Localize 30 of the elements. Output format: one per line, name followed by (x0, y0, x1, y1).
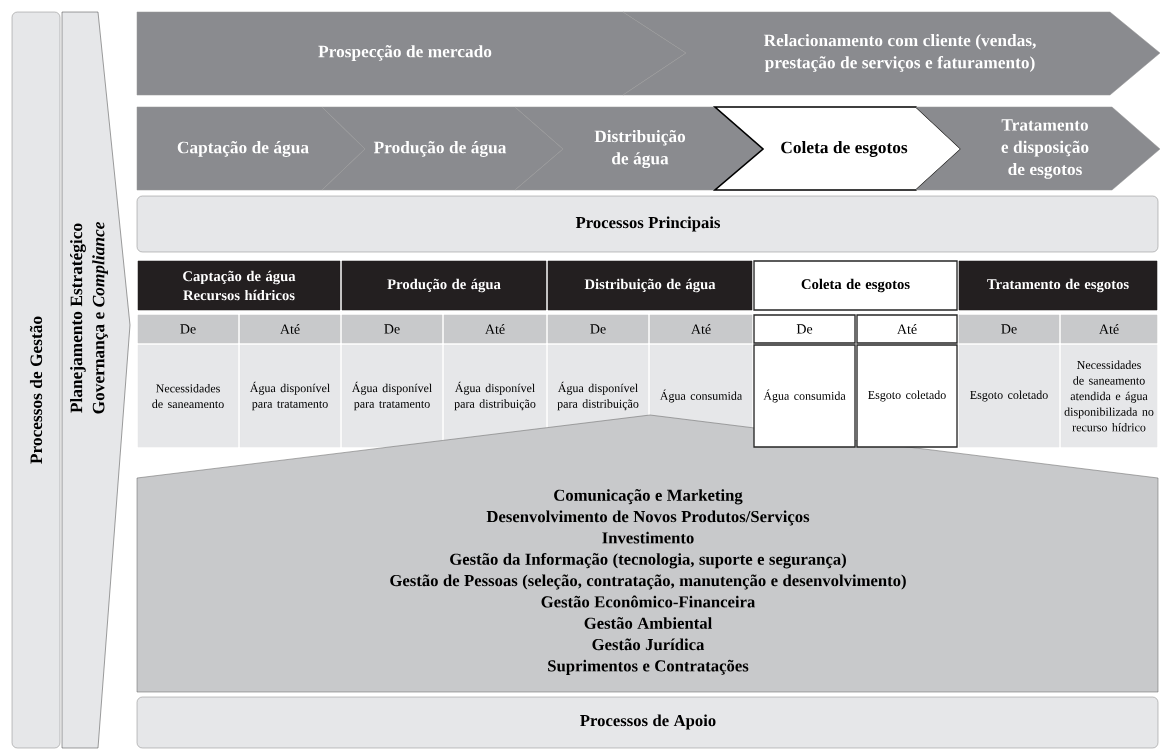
table-cell: Até (856, 314, 958, 344)
process-step: Prospecção de mercado (136, 11, 687, 96)
table-cell: De (341, 314, 443, 344)
table-cell: De (137, 314, 239, 344)
process-step: Relacionamento com cliente (vendas, prestação de serviços e faturamento) (622, 11, 1160, 96)
table-header-cell: Captação de água Recursos hídricos (137, 260, 341, 311)
node-label: Relacionamento com cliente (vendas, prestação de serviços e faturamento) (763, 34, 1036, 72)
table-cell: Água disponível para tratamento (239, 344, 341, 448)
table-cell: Esgoto coletado (958, 344, 1060, 448)
table-header-cell: Produção de água (341, 260, 547, 311)
table-cell: Até (239, 314, 341, 344)
band: Processos de Apoio (136, 696, 1159, 749)
table-cell: De (547, 314, 649, 344)
band: Processos Principais (136, 195, 1159, 253)
table-cell: Necessidades de saneamento (137, 344, 239, 448)
table-cell: De (958, 314, 1060, 344)
table-cell: Até (1060, 314, 1158, 344)
table-cell: Água disponível para tratamento (341, 344, 443, 448)
table-cell: De (753, 314, 856, 344)
table-cell: Até (649, 314, 753, 344)
process-step: Tratamento e disposição de esgotos (915, 106, 1160, 191)
table-cell: Até (443, 314, 547, 344)
table-header-cell: Tratamento de esgotos (958, 260, 1158, 311)
process-step: Produção de água (321, 106, 564, 191)
table-cell: Necessidades de saneamento atendida e água disponibilizada no recurso hídrico (1060, 344, 1158, 448)
process-step: Distribuição de água (514, 106, 764, 191)
table-header-cell: Coleta de esgotos (753, 260, 958, 311)
band: Processos de Gestão (11, 11, 61, 749)
process-step: Coleta de esgotos (712, 106, 963, 191)
table-header-cell: Distribuição de água (547, 260, 753, 311)
